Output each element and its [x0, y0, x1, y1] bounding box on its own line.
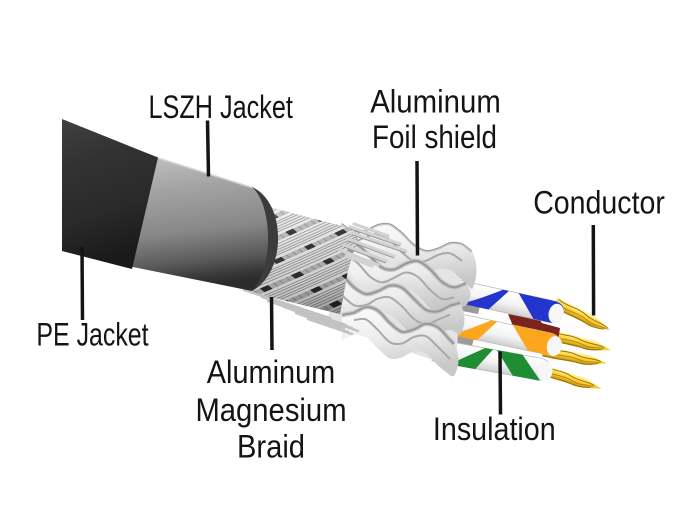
svg-text:Insulation: Insulation — [433, 411, 556, 447]
svg-text:Conductor: Conductor — [533, 185, 665, 221]
svg-text:Braid: Braid — [237, 429, 305, 465]
svg-text:Foil shield: Foil shield — [372, 119, 497, 155]
svg-text:PE Jacket: PE Jacket — [36, 316, 148, 352]
svg-text:Magnesium: Magnesium — [195, 392, 346, 428]
svg-text:LSZH Jacket: LSZH Jacket — [149, 89, 293, 125]
svg-text:Aluminum: Aluminum — [207, 354, 335, 390]
svg-text:Aluminum: Aluminum — [370, 84, 501, 120]
